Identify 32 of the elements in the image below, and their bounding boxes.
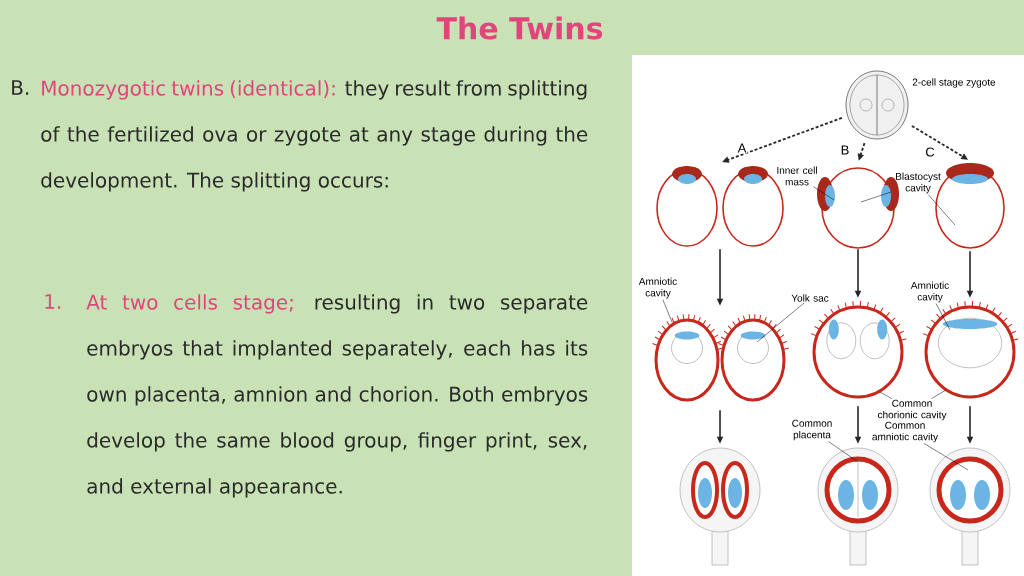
embryo-sac-drawing xyxy=(652,313,790,402)
leader-line xyxy=(828,441,859,463)
figure-label: Blastocyst cavity xyxy=(896,172,941,194)
leader-line xyxy=(662,299,673,323)
edge-label: A xyxy=(737,143,747,153)
fetus-drawing xyxy=(929,447,1011,566)
edge-label: C xyxy=(926,147,935,157)
figure-label: Yolk sac xyxy=(791,294,829,302)
fetus-drawing xyxy=(817,447,899,566)
figure-label: Amniotic cavity xyxy=(910,281,949,303)
edge-label: B xyxy=(841,145,849,155)
zygote-drawing xyxy=(845,70,909,140)
leader-line xyxy=(935,303,951,331)
leader-line xyxy=(923,443,969,471)
slide-title: The Twins xyxy=(436,16,603,40)
leader-line xyxy=(879,391,892,399)
list-marker: B. xyxy=(12,80,29,95)
figure-label: Inner cell mass xyxy=(777,166,817,186)
figure-label: Common placenta xyxy=(792,419,832,441)
leader-line xyxy=(931,389,947,399)
figure-label: Amniotic cavity xyxy=(638,277,677,299)
leader-line xyxy=(756,302,805,343)
paragraph: Monozygotic twins (identical): they result from splitting of the fertilized ova or zygote at any stage during the development. The splitting occurs: xyxy=(41,80,588,192)
figure-label: Common amniotic cavity xyxy=(872,421,939,443)
leader-line xyxy=(813,186,835,201)
leader-line xyxy=(928,194,956,226)
fetus-drawing xyxy=(679,447,761,566)
embryo-sac-drawing xyxy=(810,300,907,399)
paragraph: At two cells stage; resulting in two separate embryos that implanted separately, each has its own placenta, amnion and chorion. Both embryos develop the same blood group, finger print, sex, and external appearance. xyxy=(86,294,588,498)
list-marker: 1. xyxy=(45,294,61,309)
figure-label: Common chorionic cavity xyxy=(878,399,947,421)
figure-label: 2-cell stage zygote xyxy=(912,78,996,88)
